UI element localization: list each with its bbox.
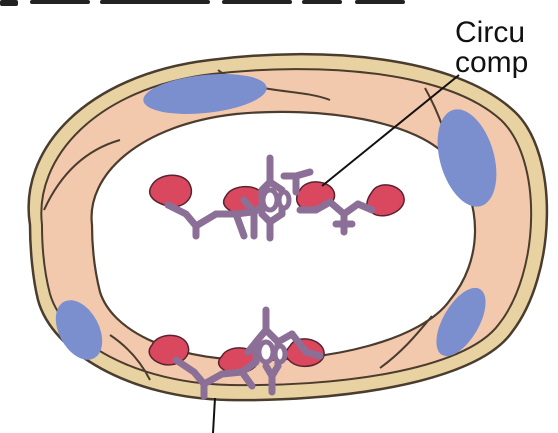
cropped-header-text xyxy=(0,0,405,6)
callout-label: Circu comp xyxy=(455,16,528,79)
callout-label-line2: comp xyxy=(455,46,528,79)
callout-label-line1: Circu xyxy=(455,16,525,49)
vessel-lumen xyxy=(92,112,475,360)
antibody-ring-holes xyxy=(263,190,289,210)
antibody-ring-holes-lower xyxy=(259,342,285,362)
bottom-leader xyxy=(213,398,215,433)
